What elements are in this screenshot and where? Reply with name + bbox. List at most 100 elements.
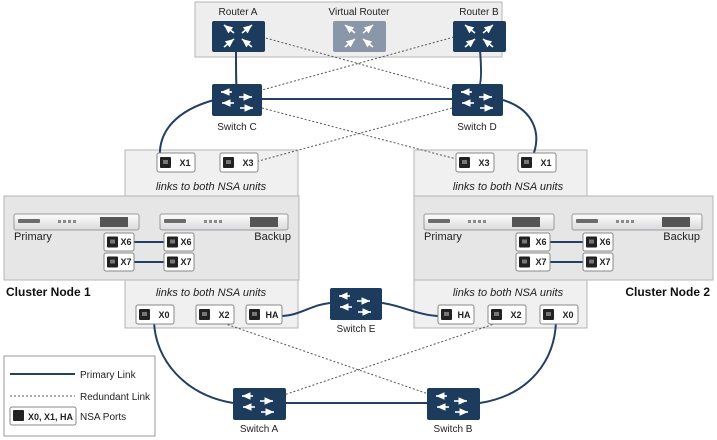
port-pin-block bbox=[142, 312, 147, 316]
nsa-led bbox=[616, 220, 619, 223]
switch-e-icon[interactable] bbox=[330, 288, 382, 320]
switch-d-icon[interactable] bbox=[452, 84, 503, 116]
port-x6-node2-backup[interactable]: X6 bbox=[582, 232, 614, 252]
port-ha-node2[interactable]: HA bbox=[437, 304, 475, 325]
port-x2-node2[interactable]: X2 bbox=[487, 304, 527, 325]
switch-b-icon[interactable] bbox=[427, 388, 480, 420]
port-pin-block bbox=[462, 160, 467, 164]
port-pin-block bbox=[522, 259, 527, 264]
switch-c-icon[interactable] bbox=[212, 84, 262, 116]
primary-label-node1: Primary bbox=[14, 231, 52, 243]
nsa-led bbox=[621, 220, 624, 223]
legend-nsa-ports-label: NSA Ports bbox=[80, 412, 126, 423]
switch-b-label: Switch B bbox=[434, 424, 473, 435]
backup-label-node2: Backup bbox=[663, 231, 700, 243]
port-pin-block bbox=[589, 259, 594, 264]
nsa-node2-backup[interactable] bbox=[571, 213, 703, 231]
nsa-node2-primary[interactable] bbox=[423, 213, 555, 231]
primary-links bbox=[134, 49, 583, 404]
port-label: X2 bbox=[510, 310, 521, 320]
nsa-led bbox=[483, 220, 486, 223]
nsa-led bbox=[214, 220, 217, 223]
nsa-node1-primary[interactable] bbox=[13, 213, 140, 231]
link-switch-d-x1-right bbox=[502, 99, 538, 159]
redundant-router-a-switch-d bbox=[261, 36, 455, 91]
port-x1-node1[interactable]: X1 bbox=[156, 152, 196, 173]
port-label: HA bbox=[458, 310, 471, 320]
legend-port-key: X0, X1, HA bbox=[28, 412, 74, 422]
port-label: X0 bbox=[562, 310, 573, 320]
port-pin-block bbox=[522, 239, 527, 244]
port-pin-block bbox=[110, 239, 115, 244]
router-a[interactable] bbox=[212, 21, 265, 52]
port-pin-block bbox=[110, 259, 115, 264]
port-pin-block bbox=[170, 259, 175, 264]
link-switch-e-ha-right bbox=[381, 302, 441, 317]
port-x7-node2-backup[interactable]: X7 bbox=[582, 252, 614, 272]
port-x6-node1-primary[interactable]: X6 bbox=[103, 232, 135, 252]
nsa-led bbox=[468, 220, 471, 223]
nsa-led bbox=[631, 220, 634, 223]
port-pin-block bbox=[589, 239, 594, 244]
link-switch-c-x1-left bbox=[158, 99, 215, 159]
port-x7-node1-backup[interactable]: X7 bbox=[163, 252, 195, 272]
link-x0-right-switch-b bbox=[479, 320, 557, 404]
port-pin-block bbox=[546, 312, 551, 316]
port-pin-block bbox=[494, 312, 499, 316]
port-label: X6 bbox=[180, 237, 191, 247]
links-label-node2-top: links to both NSA units bbox=[453, 181, 564, 193]
cluster-node-2-panel bbox=[413, 195, 714, 281]
links-label-node1-bottom: links to both NSA units bbox=[156, 287, 267, 299]
router-b[interactable] bbox=[453, 21, 506, 52]
port-label: X7 bbox=[599, 257, 610, 267]
port-x7-node1-primary[interactable]: X7 bbox=[103, 252, 135, 272]
port-x0-node2[interactable]: X0 bbox=[539, 304, 579, 325]
router-b-label: Router B bbox=[459, 7, 499, 18]
redundant-x2-left-switch-b bbox=[219, 321, 441, 399]
port-label: X7 bbox=[535, 257, 546, 267]
nsa-node1-backup[interactable] bbox=[159, 213, 289, 231]
port-pin-block bbox=[444, 312, 449, 316]
port-x1-node2[interactable]: X1 bbox=[517, 152, 557, 173]
legend-primary-label: Primary Link bbox=[80, 370, 137, 381]
port-x3-node1[interactable]: X3 bbox=[219, 152, 259, 173]
nsa-led bbox=[58, 220, 61, 223]
switch-e-label: Switch E bbox=[337, 324, 376, 335]
primary-label-node2: Primary bbox=[424, 231, 462, 243]
redundant-router-b-switch-c bbox=[261, 36, 455, 91]
nsa-logo-mark bbox=[18, 219, 40, 223]
nsa-led bbox=[68, 220, 71, 223]
link-ha-left-switch-e bbox=[279, 302, 331, 317]
nsa-led bbox=[63, 220, 66, 223]
legend-redundant-label: Redundant Link bbox=[80, 392, 151, 403]
router-b-icon bbox=[453, 21, 506, 52]
port-x6-node1-backup[interactable]: X6 bbox=[163, 232, 195, 252]
port-label: X6 bbox=[535, 237, 546, 247]
port-x0-node1[interactable]: X0 bbox=[135, 304, 175, 325]
port-label: X7 bbox=[180, 257, 191, 267]
port-ha-node1[interactable]: HA bbox=[245, 304, 283, 325]
link-x0-left-switch-a bbox=[153, 320, 234, 404]
router-arrows-icon bbox=[223, 24, 253, 48]
switch-arrows-icon bbox=[221, 88, 253, 112]
switch-arrows-icon bbox=[436, 392, 468, 416]
cluster-node-1-panel bbox=[3, 195, 300, 281]
port-x7-node2-primary[interactable]: X7 bbox=[515, 252, 551, 272]
virtual-router-icon bbox=[333, 21, 386, 52]
cluster-node-1-label: Cluster Node 1 bbox=[6, 285, 91, 299]
switch-a-icon[interactable] bbox=[233, 388, 286, 420]
cluster-node-2-label: Cluster Node 2 bbox=[625, 285, 710, 299]
port-x6-node2-primary[interactable]: X6 bbox=[515, 232, 551, 252]
cluster-node-2-top-panel bbox=[413, 149, 588, 197]
nsa-port-bank bbox=[100, 217, 128, 227]
device-glyphs bbox=[221, 24, 494, 416]
port-label: X2 bbox=[218, 310, 229, 320]
port-label: X3 bbox=[242, 158, 253, 168]
port-x3-node2[interactable]: X3 bbox=[455, 152, 495, 173]
nsa-port-bank bbox=[662, 217, 690, 227]
port-x2-node1[interactable]: X2 bbox=[195, 304, 235, 325]
port-label: X1 bbox=[540, 158, 551, 168]
nsa-port-bank bbox=[250, 217, 278, 227]
virtual-router[interactable] bbox=[333, 21, 386, 52]
